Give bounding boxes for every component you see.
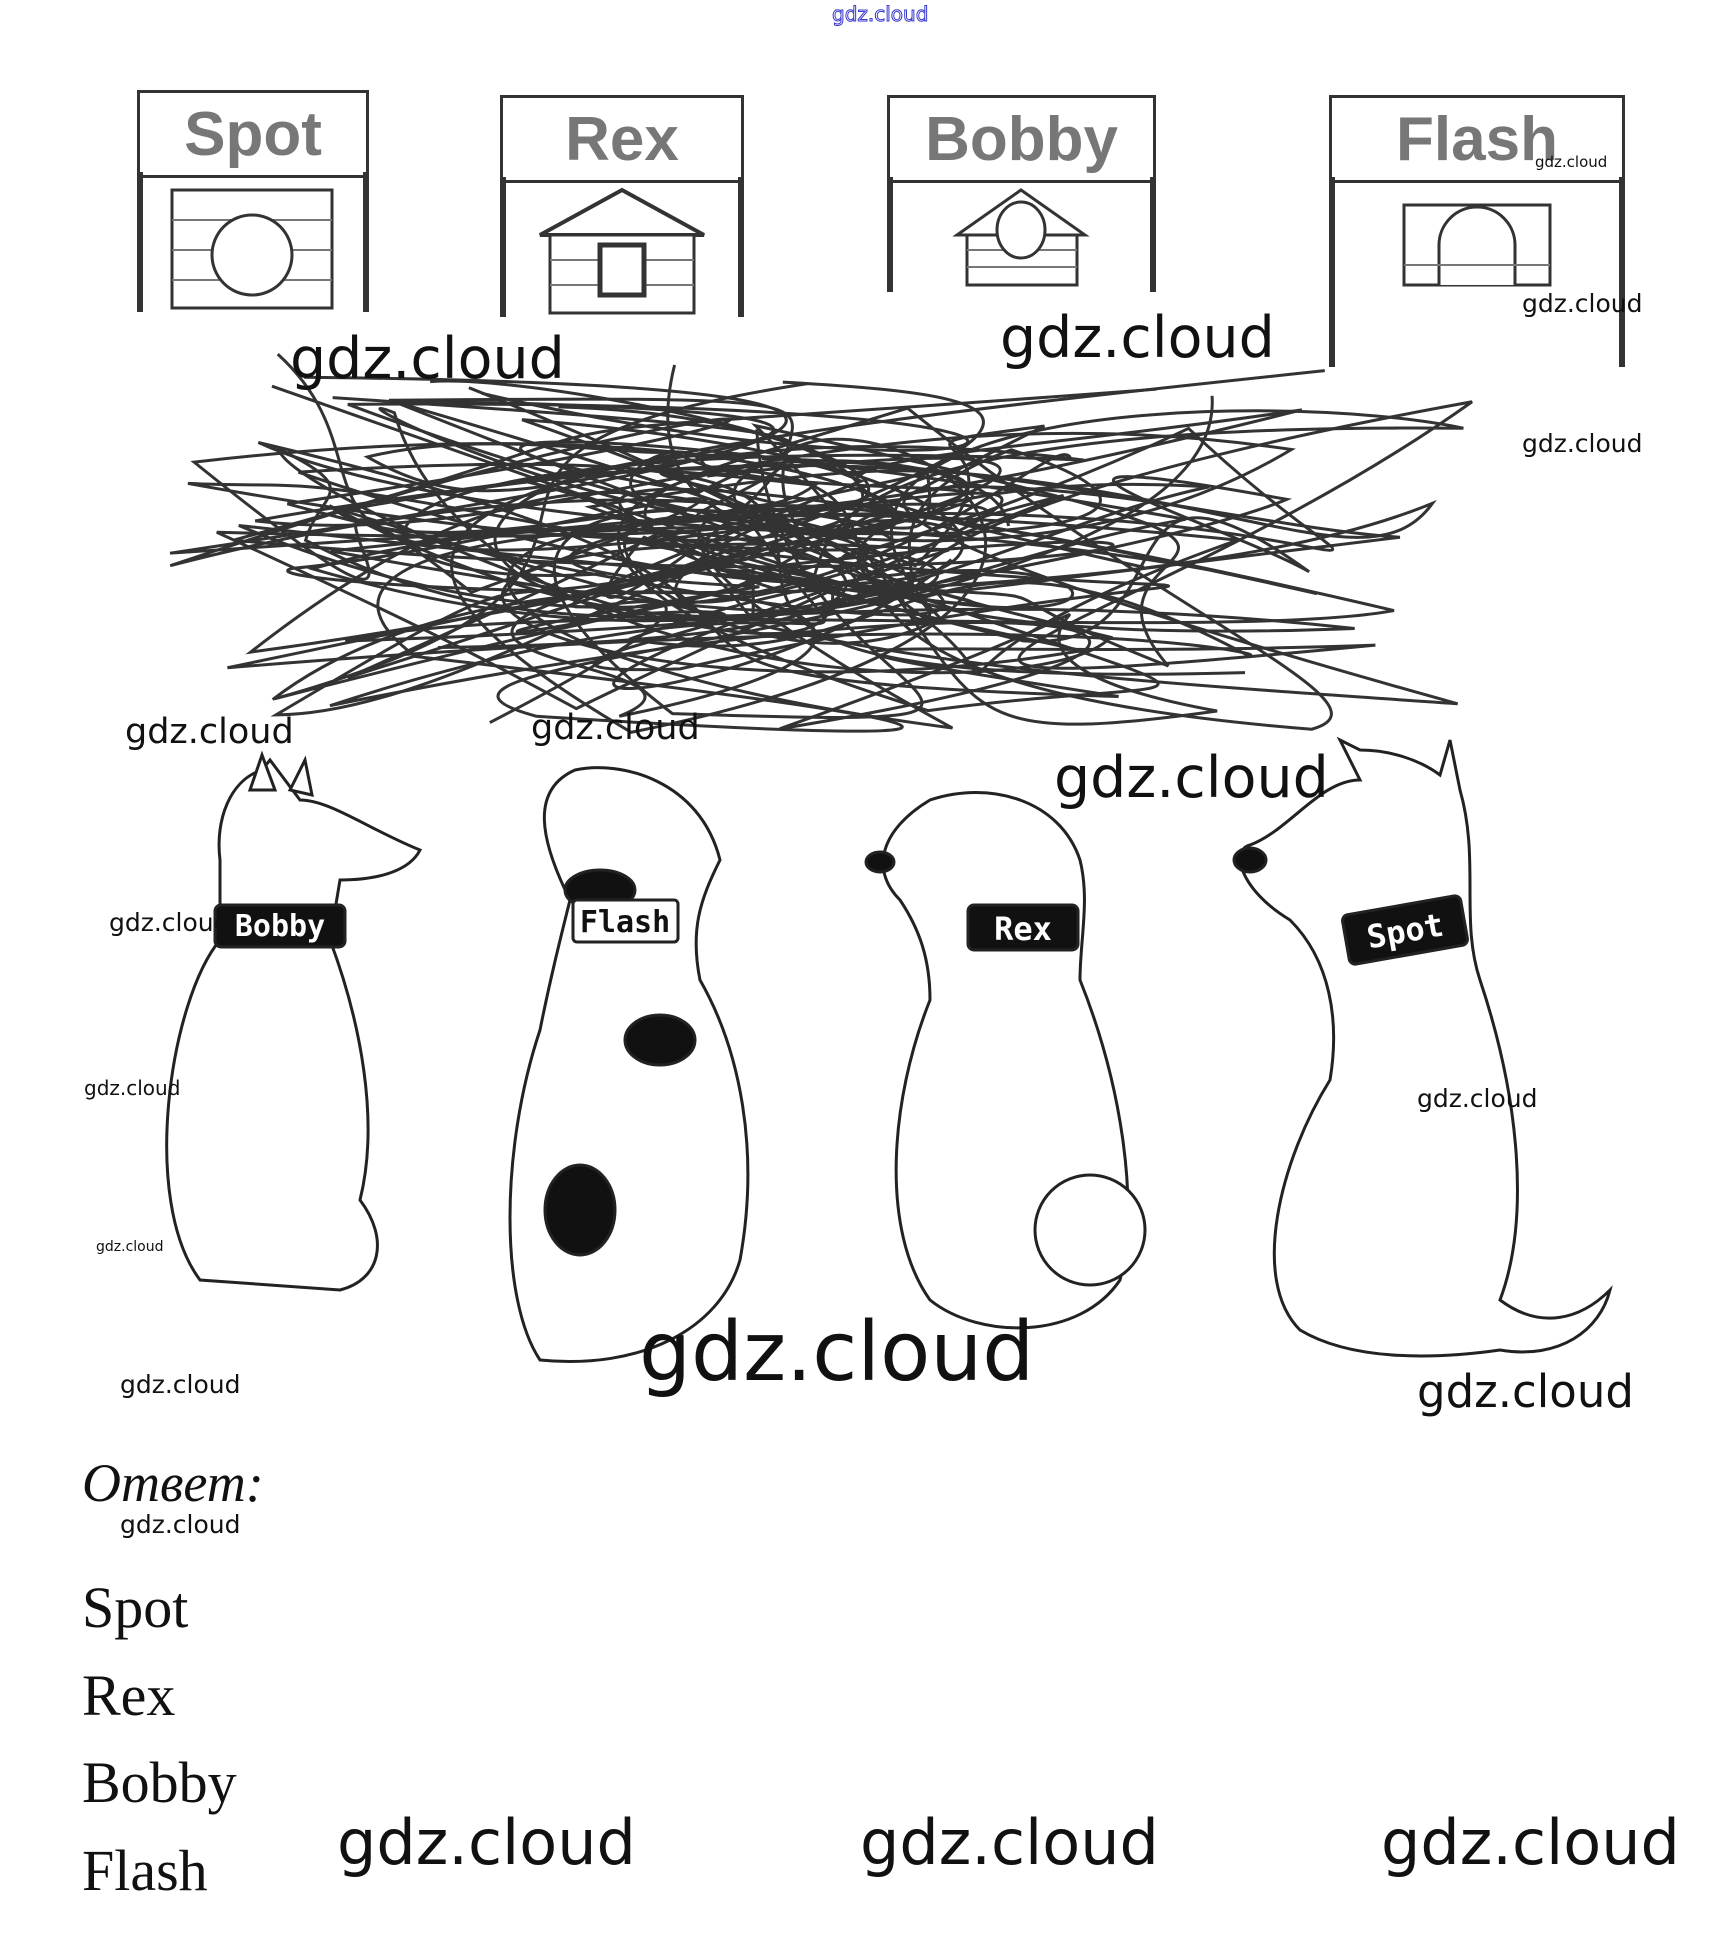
watermark: gdz.cloud (337, 1806, 636, 1879)
kennel-sign: Rex (500, 95, 744, 183)
leash-line (190, 391, 1459, 706)
flat-kennel-icon (1402, 203, 1552, 287)
watermark: gdz.cloud (860, 1806, 1159, 1879)
dog-bobby: Bobby (165, 750, 423, 1292)
watermark: gdz.cloud (1535, 153, 1608, 171)
watermark: gdz.cloud (84, 1076, 181, 1100)
watermark: gdz.cloud (1417, 1084, 1538, 1113)
watermark: gdz.cloud (96, 1239, 164, 1255)
watermark: gdz.cloud (1522, 289, 1643, 318)
watermark: gdz.cloud (1000, 305, 1275, 371)
watermark: gdz.cloud (120, 1370, 241, 1399)
watermark: gdz.cloud (120, 1510, 241, 1539)
kennel-rex: Rex (500, 95, 744, 317)
leash-line (328, 380, 1464, 680)
leash-line (169, 375, 1335, 724)
watermark: gdz.cloud (290, 326, 565, 392)
kennel-spot: Spot (137, 90, 369, 312)
dog-rex: Rex (864, 791, 1147, 1330)
watermark: gdz.cloud (1054, 745, 1329, 811)
kennel-bobby: Bobby (887, 95, 1156, 295)
dog-collar-label: Rex (994, 910, 1052, 948)
answer-item: Spot (82, 1575, 189, 1640)
kennel-sign: Spot (137, 90, 369, 178)
small-kennel-icon (952, 188, 1090, 287)
dog-collar-label: Flash (580, 905, 670, 940)
answer-heading: Ответ: (82, 1453, 264, 1513)
watermark: gdz.cloud (125, 712, 294, 752)
dog-flash: Flash (508, 766, 750, 1363)
answer-item: Flash (82, 1838, 208, 1903)
answer-item: Rex (82, 1663, 176, 1728)
watermark: gdz.cloud (1381, 1806, 1680, 1879)
answer-item: Bobby (82, 1750, 237, 1815)
dogs-illustration: Bobby Flash Rex Spot (165, 736, 1613, 1363)
dog-collar-label: Bobby (235, 909, 325, 944)
kennel-sign: Flash (1329, 95, 1625, 183)
tangled-leash-lines (169, 352, 1473, 734)
watermark: gdz.cloud (1522, 429, 1643, 458)
brick-kennel-icon (170, 188, 334, 310)
kennel-sign: Bobby (887, 95, 1156, 183)
wooden-kennel-icon (539, 187, 705, 315)
watermark: gdz.cloud (639, 1305, 1035, 1400)
leash-line (376, 395, 1401, 733)
watermark: gdz.cloud (109, 908, 230, 937)
kennel-flash: Flash (1329, 95, 1625, 367)
watermark: gdz.cloud (531, 708, 700, 748)
dog-spot: Spot (1232, 736, 1613, 1358)
leash-line (227, 364, 1253, 670)
watermark: gdz.cloud (1417, 1365, 1634, 1418)
header-watermark: gdz.cloud (831, 2, 929, 27)
